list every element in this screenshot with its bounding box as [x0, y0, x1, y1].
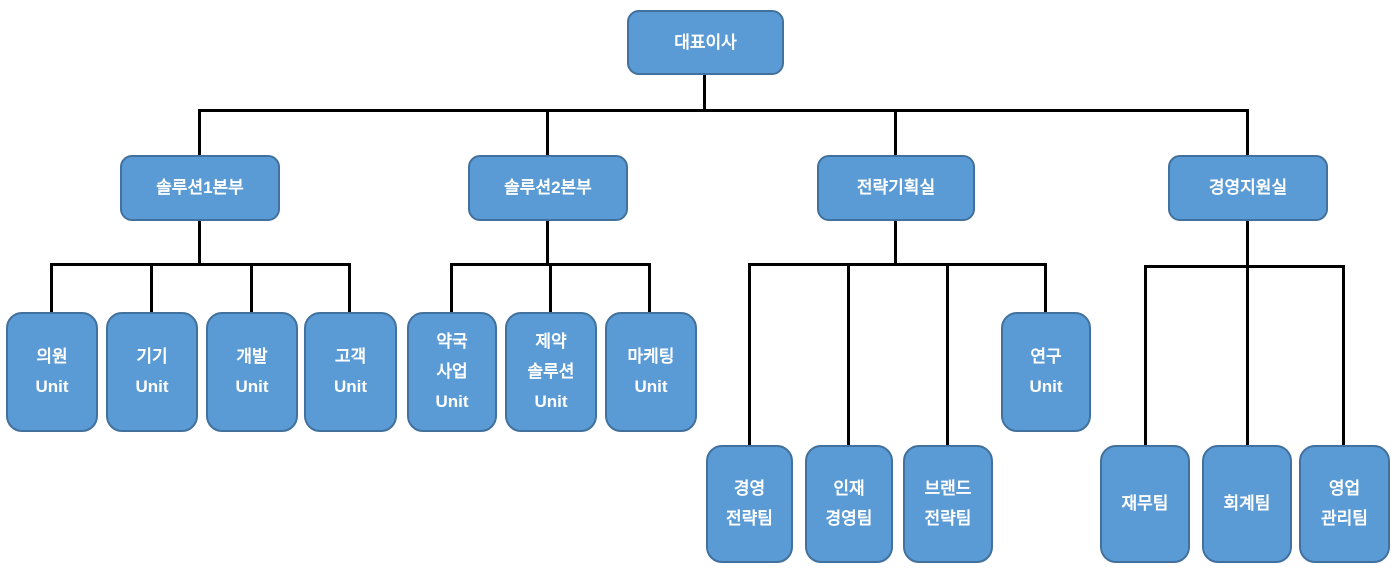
connector-drop-unit-4-3 — [1342, 265, 1345, 445]
connector-drop-unit-3-4 — [1044, 263, 1047, 312]
org-node-unit-2-1: 약국 사업 Unit — [407, 312, 497, 432]
org-node-unit-3-4: 연구 Unit — [1001, 312, 1091, 432]
connector-drop-unit-4-2 — [1246, 265, 1249, 445]
connector-drop-division-2 — [546, 109, 549, 155]
org-node-division-1: 솔루션1본부 — [120, 155, 280, 221]
org-node-unit-1-3: 개발 Unit — [206, 312, 298, 432]
org-node-division-2: 솔루션2본부 — [468, 155, 628, 221]
connector-drop-division-4 — [1246, 109, 1249, 155]
org-node-unit-3-3: 브랜드 전략팀 — [903, 445, 993, 563]
connector-division-3-bus — [748, 263, 1047, 266]
connector-root-stub — [703, 75, 706, 112]
connector-division-4-stub — [1246, 221, 1249, 267]
connector-division-4-bus — [1144, 265, 1345, 268]
connector-division-2-stub — [546, 221, 549, 265]
connector-drop-unit-2-3 — [648, 263, 651, 312]
org-node-unit-1-2: 기기 Unit — [106, 312, 198, 432]
connector-drop-division-1 — [198, 109, 201, 155]
connector-division-1-bus — [50, 263, 351, 266]
connector-division-1-stub — [198, 221, 201, 265]
connector-top-bus — [198, 109, 1249, 112]
org-node-unit-4-1: 재무팀 — [1100, 445, 1190, 563]
connector-division-3-stub — [894, 221, 897, 265]
connector-drop-unit-4-1 — [1144, 265, 1147, 445]
org-node-unit-3-1: 경영 전략팀 — [706, 445, 793, 563]
org-node-ceo: 대표이사 — [627, 10, 784, 75]
org-node-unit-3-2: 인재 경영팀 — [805, 445, 893, 563]
connector-drop-unit-1-4 — [348, 263, 351, 312]
org-node-unit-1-4: 고객 Unit — [304, 312, 397, 432]
connector-drop-unit-2-1 — [450, 263, 453, 312]
org-node-division-4: 경영지원실 — [1168, 155, 1328, 221]
connector-drop-unit-2-2 — [549, 263, 552, 312]
org-node-unit-4-2: 회계팀 — [1202, 445, 1292, 563]
org-node-unit-2-3: 마케팅 Unit — [605, 312, 697, 432]
connector-drop-unit-3-3 — [946, 263, 949, 445]
org-node-unit-4-3: 영업 관리팀 — [1299, 445, 1390, 563]
connector-drop-unit-1-3 — [250, 263, 253, 312]
org-node-unit-1-1: 의원 Unit — [6, 312, 98, 432]
connector-drop-unit-1-1 — [50, 263, 53, 312]
connector-drop-unit-3-1 — [748, 263, 751, 445]
connector-drop-division-3 — [894, 109, 897, 155]
org-node-unit-2-2: 제약 솔루션 Unit — [505, 312, 597, 432]
connector-drop-unit-3-2 — [847, 263, 850, 445]
connector-drop-unit-1-2 — [150, 263, 153, 312]
org-node-division-3: 전략기획실 — [817, 155, 975, 221]
